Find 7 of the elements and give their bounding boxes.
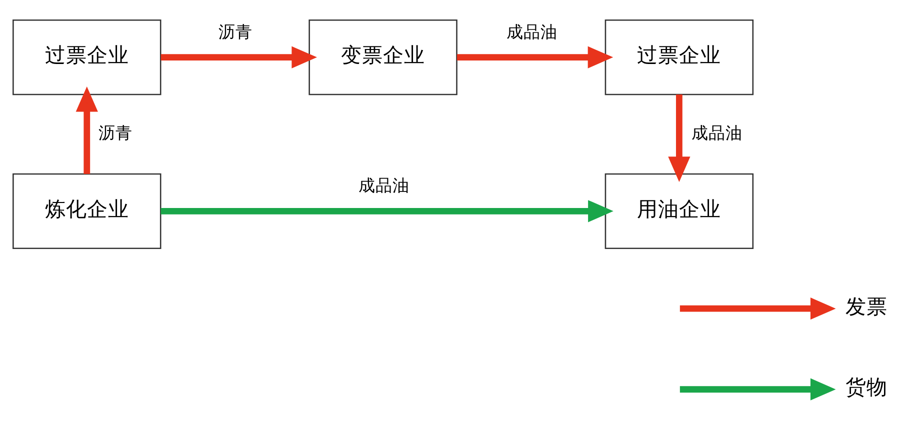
edge-label: 成品油 [691,124,742,143]
legend-label: 货物 [845,375,888,400]
edge-label: 成品油 [358,176,410,196]
edge-label: 沥青 [98,124,132,143]
edge-label: 沥青 [218,22,252,42]
edge-label: 成品油 [506,22,558,42]
legend-label: 发票 [845,294,888,318]
